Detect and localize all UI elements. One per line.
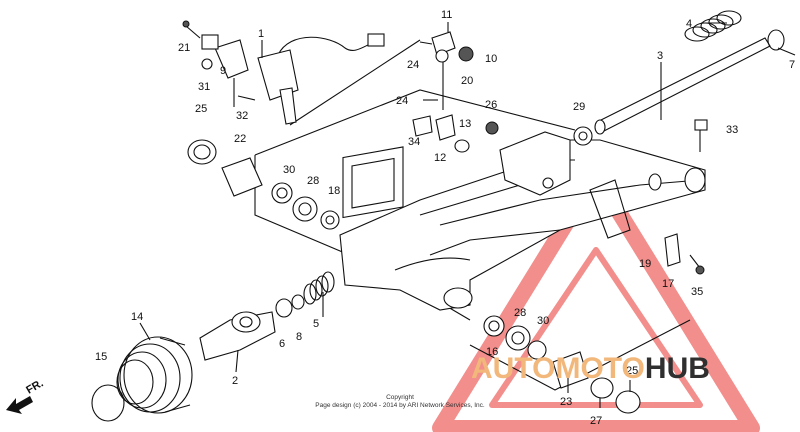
part-label[interactable]: 24 <box>396 95 408 107</box>
part-label[interactable]: 15 <box>95 351 107 363</box>
part-label[interactable]: 22 <box>234 133 246 145</box>
part-label[interactable]: 4 <box>686 18 692 30</box>
part-label[interactable]: 11 <box>441 9 452 21</box>
part-label[interactable]: 17 <box>662 278 674 290</box>
part-label[interactable]: 34 <box>408 136 420 148</box>
copyright-notice: Copyright Page design (c) 2004 - 2014 by… <box>300 394 500 410</box>
part-label[interactable]: 8 <box>296 331 302 343</box>
part-label[interactable]: 35 <box>691 286 703 298</box>
part-label[interactable]: 33 <box>726 124 738 136</box>
part-label[interactable]: 32 <box>236 110 248 122</box>
part-label[interactable]: 6 <box>279 338 285 350</box>
part-label[interactable]: 1 <box>258 28 264 40</box>
part-label[interactable]: 30 <box>537 315 549 327</box>
part-label[interactable]: 19 <box>639 258 651 270</box>
part-label[interactable]: 24 <box>407 59 419 71</box>
swing-arm <box>339 131 706 311</box>
part-label[interactable]: 26 <box>485 99 497 111</box>
part-label[interactable]: 31 <box>198 81 210 93</box>
part-label[interactable]: 10 <box>485 53 497 65</box>
part-labels: 1 2 3 4 5 6 7 8 9 10 11 12 13 14 15 16 1… <box>95 9 795 427</box>
part-label[interactable]: 7 <box>789 59 795 71</box>
part-label[interactable]: 13 <box>459 118 471 130</box>
part-label[interactable]: 29 <box>573 101 585 113</box>
part-label[interactable]: 3 <box>657 50 663 62</box>
hardware-cluster <box>412 31 708 153</box>
part-label[interactable]: 9 <box>220 65 226 77</box>
part-label[interactable]: 16 <box>486 346 498 358</box>
copyright-line: Page design (c) 2004 - 2014 by ARI Netwo… <box>315 402 485 409</box>
part-label[interactable]: 28 <box>514 307 526 319</box>
part-label[interactable]: 21 <box>178 42 190 54</box>
part-label[interactable]: 30 <box>283 164 295 176</box>
drive-parts <box>91 271 335 422</box>
part-label[interactable]: 20 <box>461 75 473 87</box>
pivot-parts-right <box>483 233 705 414</box>
watermark-word: HUB <box>644 352 710 385</box>
part-label[interactable]: 27 <box>590 415 602 427</box>
pivot-parts-left <box>187 139 340 230</box>
leader-lines <box>139 22 796 408</box>
part-label[interactable]: 25 <box>195 103 207 115</box>
sensor-assembly <box>182 20 385 125</box>
copyright-line: Copyright <box>386 394 414 401</box>
front-direction-arrow-icon <box>6 396 33 414</box>
part-label[interactable]: 2 <box>232 375 238 387</box>
shaft-assembly <box>573 10 785 146</box>
part-label[interactable]: 14 <box>131 311 143 323</box>
part-label[interactable]: 12 <box>434 152 446 164</box>
part-label[interactable]: 18 <box>328 185 340 197</box>
part-label[interactable]: 28 <box>307 175 319 187</box>
part-label[interactable]: 5 <box>313 318 319 330</box>
watermark-triangle <box>432 167 760 432</box>
watermark-word: AUTOMOTO <box>471 352 645 385</box>
part-label[interactable]: 25 <box>626 365 638 377</box>
watermark-logo: AUTOMOTOHUB <box>471 352 710 386</box>
part-label[interactable]: 23 <box>560 396 572 408</box>
